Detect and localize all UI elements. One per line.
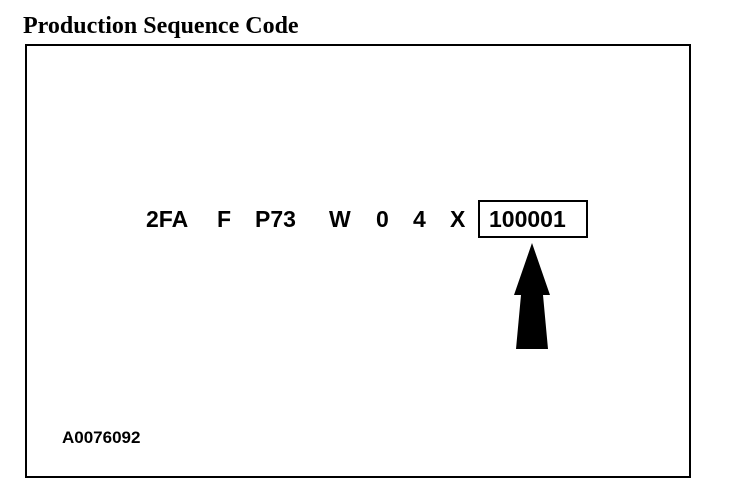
vin-part-model: P73 xyxy=(255,206,296,232)
vin-part-wmi: 2FA xyxy=(146,206,189,232)
vin-part-restraint: F xyxy=(217,206,232,232)
vin-part-engine: W xyxy=(329,206,351,232)
sequence-highlight-box xyxy=(478,200,588,238)
vin-part-check-digit: 0 xyxy=(376,206,389,232)
reference-code: A0076092 xyxy=(62,428,141,447)
production-sequence-number: 100001 xyxy=(489,206,566,232)
up-arrow-icon xyxy=(514,243,550,349)
vin-part-assembly-plant: X xyxy=(450,206,466,232)
diagram-title: Production Sequence Code xyxy=(23,13,299,39)
vin-part-model-year: 4 xyxy=(413,206,426,232)
diagram-frame xyxy=(25,44,691,478)
